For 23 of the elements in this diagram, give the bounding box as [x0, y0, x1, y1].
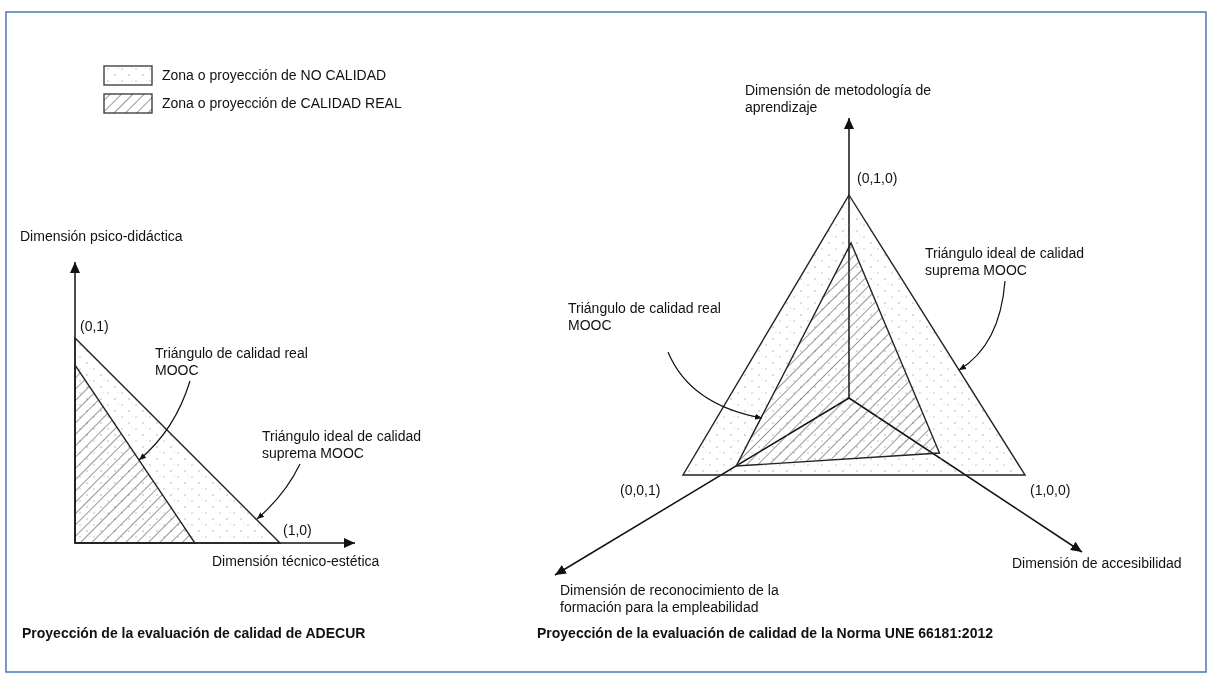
axis-label: Dimensión de reconocimiento de la formación para la empleabilidad [560, 582, 780, 616]
axis-label: Dimensión de accesibilidad [1012, 555, 1182, 572]
legend-text: Zona o proyección de CALIDAD REAL [162, 95, 402, 112]
leader-line [256, 463, 301, 520]
axis-label: Dimensión psico-didáctica [20, 228, 183, 245]
triangle-zone [74, 362, 197, 544]
panel-caption: Proyección de la evaluación de calidad de ADECUR [22, 625, 366, 642]
legend-text: Zona o proyección de NO CALIDAD [162, 67, 387, 84]
leader-line [138, 380, 191, 461]
coordinate-label: (0,0,1) [620, 482, 661, 499]
leader-line [667, 351, 763, 420]
coordinate-label: (0,1) [80, 318, 109, 335]
coordinate-label: (0,1,0) [857, 170, 898, 187]
callout-text: Triángulo ideal de calidad suprema MOOC [925, 245, 1105, 279]
axis-label: Dimensión técnico-estética [212, 553, 380, 570]
coordinate-label: (1,0) [283, 522, 312, 539]
coordinate-label: (1,0,0) [1030, 482, 1071, 499]
callout-text: Triángulo de calidad real MOOC [568, 300, 733, 334]
panel-caption: Proyección de la evaluación de calidad de la Norma UNE 66181:2012 [537, 625, 993, 642]
callout-text: Triángulo ideal de calidad suprema MOOC [262, 428, 442, 462]
callout-text: Triángulo de calidad real MOOC [155, 345, 320, 379]
leader-line [958, 280, 1006, 371]
axis-label: Dimensión de metodología de aprendizaje [745, 82, 932, 116]
